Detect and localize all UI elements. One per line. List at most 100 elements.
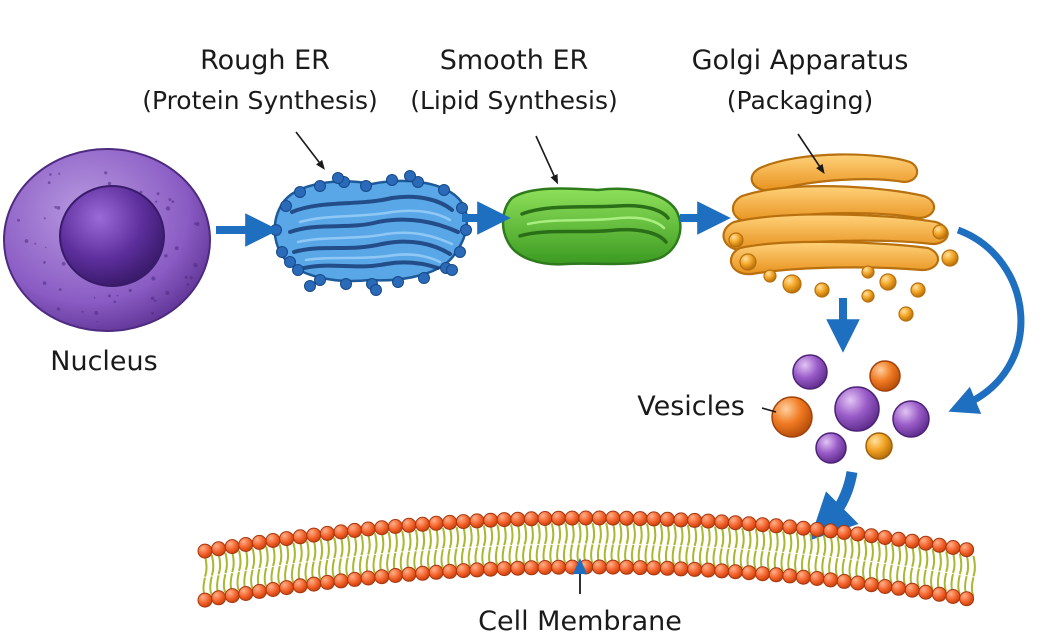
nucleus-speckle bbox=[45, 246, 47, 249]
lipid-head bbox=[931, 586, 947, 602]
lipid-tail bbox=[957, 553, 963, 595]
vesicles-pointer bbox=[761, 407, 777, 413]
nucleus-speckle bbox=[151, 276, 156, 281]
lipid-tail bbox=[277, 544, 283, 585]
lipid-tail bbox=[644, 523, 650, 565]
vesicle bbox=[834, 386, 880, 432]
lipid-head bbox=[251, 534, 267, 550]
lipid-head bbox=[687, 561, 703, 577]
lipid-tail bbox=[719, 526, 725, 568]
ribosome bbox=[454, 246, 466, 258]
lipid-tail bbox=[338, 536, 344, 578]
lipid-head bbox=[741, 516, 757, 532]
lipid-head bbox=[415, 565, 431, 581]
nucleus-speckle bbox=[81, 310, 84, 313]
lipid-head bbox=[496, 561, 512, 577]
lipid-head bbox=[455, 563, 471, 579]
lipid-tail bbox=[467, 525, 473, 567]
golgi-subtitle: (Packaging) bbox=[727, 86, 873, 115]
nucleus-speckle bbox=[195, 222, 200, 226]
lipid-head bbox=[659, 511, 675, 527]
nucleus-speckle bbox=[150, 296, 155, 301]
lipid-tail bbox=[671, 524, 677, 566]
lipid-head bbox=[959, 591, 975, 607]
lipid-head bbox=[238, 537, 254, 552]
lipid-tail bbox=[583, 522, 589, 564]
lipid-head bbox=[863, 577, 879, 593]
lipid-head bbox=[714, 563, 730, 579]
lipid-tail bbox=[814, 534, 820, 575]
rough-er-illustration bbox=[270, 170, 472, 296]
lipid-head bbox=[319, 574, 335, 590]
golgi-cisternae bbox=[722, 153, 949, 276]
lipid-tail bbox=[222, 552, 228, 594]
nucleus-speckle bbox=[24, 239, 29, 243]
lipid-head bbox=[918, 584, 934, 600]
nucleus-speckle bbox=[165, 290, 170, 295]
lipid-tail bbox=[528, 523, 534, 565]
lipid-tail bbox=[386, 531, 392, 573]
ribosome bbox=[270, 224, 282, 236]
lipid-tail bbox=[236, 550, 242, 591]
lipid-tail bbox=[256, 547, 262, 588]
nucleus-speckle bbox=[171, 200, 175, 204]
lipid-head bbox=[292, 529, 308, 545]
lipid-tail bbox=[726, 527, 732, 568]
golgi-bud bbox=[763, 269, 777, 283]
arrow-vesicles-to-membrane bbox=[809, 470, 859, 541]
lipid-tail bbox=[651, 523, 657, 565]
lipid-tail bbox=[399, 530, 405, 572]
lipid-tail bbox=[909, 545, 915, 587]
lipid-head bbox=[632, 560, 648, 576]
lipid-head bbox=[809, 522, 825, 537]
lipid-tail bbox=[732, 527, 738, 569]
lipid-tail bbox=[352, 535, 358, 576]
vesicle bbox=[771, 396, 813, 438]
nucleus-speckle bbox=[58, 288, 62, 291]
lipid-head bbox=[523, 560, 539, 576]
lipid-head bbox=[836, 573, 852, 589]
lipid-tail bbox=[481, 525, 487, 566]
lipid-tail bbox=[950, 552, 956, 593]
lipid-tail bbox=[760, 529, 766, 571]
lipid-tail bbox=[658, 523, 664, 565]
ribosome bbox=[412, 176, 424, 188]
lipid-head bbox=[387, 519, 403, 534]
lipid-tail bbox=[562, 522, 568, 564]
lipid-tail bbox=[460, 526, 466, 568]
lipid-head bbox=[279, 531, 295, 547]
lipid-tail bbox=[834, 536, 840, 578]
lipid-head bbox=[306, 527, 322, 543]
lipid-head bbox=[279, 580, 295, 596]
lipid-head bbox=[496, 512, 512, 528]
lipid-head bbox=[591, 559, 607, 575]
lipid-tail bbox=[311, 539, 317, 581]
lipid-head bbox=[401, 517, 417, 533]
nucleus-speckle bbox=[94, 310, 99, 315]
lipid-head bbox=[673, 512, 689, 528]
lipid-tail bbox=[916, 546, 922, 588]
lipid-tail bbox=[447, 527, 453, 568]
lipid-head bbox=[646, 560, 662, 576]
lipid-head bbox=[197, 543, 213, 559]
lipid-tail bbox=[290, 542, 296, 584]
ribosome bbox=[386, 174, 398, 186]
ribosome bbox=[418, 272, 430, 284]
lipid-head bbox=[836, 524, 852, 540]
golgi-bud bbox=[782, 274, 802, 294]
lipid-tail bbox=[569, 522, 575, 564]
lipid-head bbox=[292, 578, 308, 594]
lipid-head bbox=[211, 590, 227, 606]
golgi-title: Golgi Apparatus bbox=[692, 45, 909, 76]
lipid-tail bbox=[304, 540, 310, 582]
membrane-pointer-head bbox=[573, 558, 587, 574]
lipid-head bbox=[700, 562, 716, 578]
nucleus-speckle bbox=[116, 294, 119, 297]
lipid-tail bbox=[855, 538, 861, 580]
lipid-head bbox=[727, 564, 743, 580]
lipid-tail bbox=[841, 537, 847, 578]
rough-er-subtitle: (Protein Synthesis) bbox=[142, 86, 378, 115]
lipid-head bbox=[850, 526, 866, 542]
lipid-tail bbox=[902, 544, 908, 586]
nucleus-speckle bbox=[56, 307, 61, 311]
